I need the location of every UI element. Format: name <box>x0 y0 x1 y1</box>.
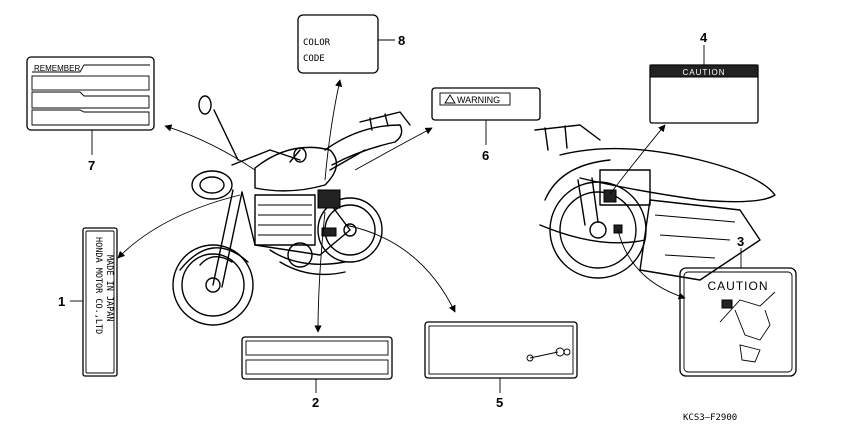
maker-line1: HONDA MOTOR CO.,LTD <box>93 237 103 334</box>
color-text: COLOR <box>303 38 331 48</box>
warning-text: WARNING <box>457 95 500 105</box>
callout-4: 4 <box>700 30 708 45</box>
label-6-warning: WARNING <box>431 87 541 121</box>
leader-arrows <box>117 79 686 333</box>
label-1-maker-plate: HONDA MOTOR CO.,LTD MADE IN JAPAN <box>82 227 118 377</box>
callout-8: 8 <box>398 33 405 48</box>
caution-small-text: CAUTION <box>683 68 726 77</box>
callout-5: 5 <box>496 395 503 410</box>
label-8-color-code: COLOR CODE <box>297 14 379 74</box>
callout-3: 3 <box>737 234 744 249</box>
label-2 <box>241 336 393 380</box>
callout-7: 7 <box>88 158 95 173</box>
callout-1: 1 <box>58 294 65 309</box>
code-text: CODE <box>303 54 325 64</box>
callout-2: 2 <box>312 395 319 410</box>
motorcycle-right-illustration <box>534 124 776 281</box>
label-5 <box>424 321 578 379</box>
label-7-remember: REMEMBER <box>26 56 155 131</box>
maker-line2: MADE IN JAPAN <box>104 255 114 322</box>
callout-6: 6 <box>482 148 489 163</box>
figure-code: KCS3—F2900 <box>683 413 737 423</box>
remember-text: REMEMBER <box>34 64 80 73</box>
label-3-caution: CAUTION <box>679 267 797 377</box>
motorcycle-left-illustration <box>172 95 411 326</box>
label-4-caution: CAUTION <box>649 64 759 124</box>
caution-large-text: CAUTION <box>708 279 769 293</box>
